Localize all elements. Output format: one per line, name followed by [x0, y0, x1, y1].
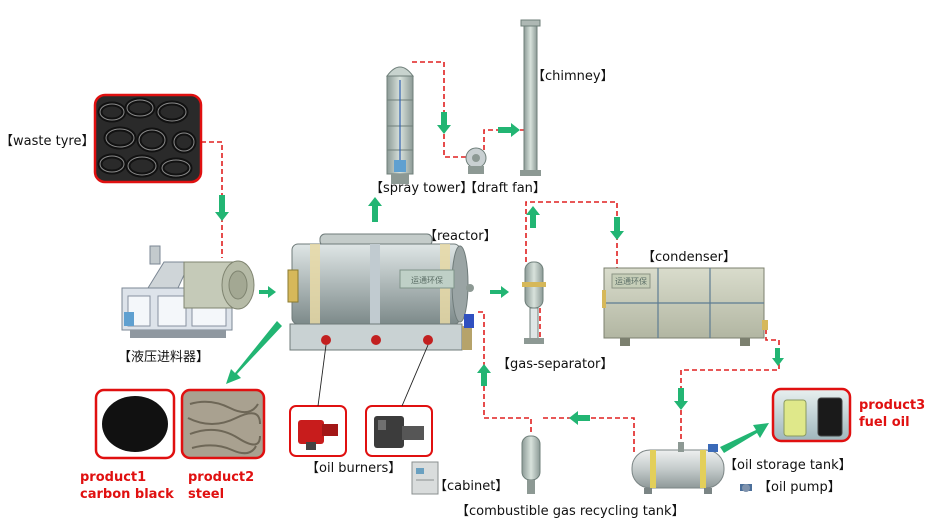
- pipe-separator-to-condenser: [525, 201, 618, 268]
- label-waste-tyre: 【waste tyre】: [0, 134, 95, 149]
- label-gas-separator: 【gas-separator】: [497, 357, 614, 372]
- label-oil-pump: 【oil pump】: [758, 480, 841, 495]
- product2-name: steel: [188, 487, 225, 502]
- flow-arrow-down-condenser: [610, 217, 624, 240]
- control-cabinet: [411, 461, 439, 495]
- product1-name: carbon black: [80, 487, 174, 502]
- pipe-fan-to-chimney: [483, 129, 524, 150]
- fuel-oil-photo: [771, 387, 852, 443]
- flow-arrow-down-oil-tank: [674, 388, 688, 410]
- flow-arrow-down-condenser-out: [772, 348, 784, 366]
- flow-arrow-up-separator: [526, 206, 540, 228]
- gas-separator: [522, 261, 546, 344]
- burner-connector-lines: [317, 344, 429, 407]
- flow-arrow-up-reactor: [368, 197, 382, 222]
- product2-title: product2: [188, 470, 255, 485]
- pipe-tower-to-fan: [412, 61, 468, 158]
- pipe-tyre-to-feeder: [201, 141, 223, 258]
- burner-port-2: [371, 335, 381, 345]
- product3-title: product3: [859, 398, 926, 413]
- reactor-nameplate: 运通环保: [411, 275, 443, 285]
- waste-tyre-photo: [93, 93, 203, 184]
- oil-pump: [740, 484, 752, 492]
- reactor: 运通环保: [287, 233, 474, 351]
- spray-tower: [386, 66, 414, 184]
- condenser-nameplate: 运通环保: [615, 276, 647, 286]
- flow-arrow-down-tower: [437, 112, 451, 134]
- product3-name: fuel oil: [859, 415, 910, 430]
- flow-arrows: [215, 112, 784, 453]
- label-oil-burners: 【oil burners】: [306, 461, 402, 476]
- label-condenser: 【condenser】: [642, 250, 736, 265]
- burner-port-3: [423, 335, 433, 345]
- label-hydraulic-feeder: 【液压进料器】: [118, 350, 210, 365]
- pipe-condenser-to-oil-tank: [680, 329, 780, 450]
- pipe-oil-tank-to-gas-tank: [540, 417, 635, 452]
- label-spray-tower: 【spray tower】: [370, 181, 474, 196]
- flow-arrow-up-gas-return: [477, 364, 491, 386]
- product1-title: product1: [80, 470, 147, 485]
- label-oil-storage-tank: 【oil storage tank】: [724, 458, 852, 473]
- flow-arrow-left-gas-tank: [569, 411, 590, 425]
- draft-fan: [465, 147, 487, 174]
- pipe-reactor-to-gas-tank: [478, 311, 532, 435]
- oil-burner-photo-2: [365, 405, 433, 457]
- flow-arrow-right-feeder: [259, 286, 276, 298]
- flow-arrow-to-fuel-oil: [720, 423, 769, 453]
- hydraulic-feeder-machine: [121, 245, 255, 338]
- label-draft-fan: 【draft fan】: [464, 181, 546, 196]
- gas-recycling-tank: [521, 435, 541, 494]
- oil-burner-photo-1: [289, 405, 347, 457]
- steel-wire-photo: [180, 388, 266, 460]
- label-chimney: 【chimney】: [532, 69, 614, 84]
- label-reactor: 【reactor】: [424, 229, 497, 244]
- label-gas-recycling-tank: 【combustible gas recycling tank】: [456, 504, 685, 519]
- flow-arrow-to-carbon-black: [226, 321, 282, 384]
- flow-arrow-right-chimney: [498, 123, 520, 137]
- carbon-black-photo: [94, 388, 176, 460]
- flow-arrow-right-separator: [490, 286, 509, 298]
- flow-arrow-down-feeder: [215, 195, 229, 221]
- label-cabinet: 【cabinet】: [434, 479, 509, 494]
- chimney: [520, 19, 541, 176]
- burner-port-1: [321, 335, 331, 345]
- condenser: 运通环保: [602, 267, 768, 346]
- oil-storage-tank: [631, 442, 725, 494]
